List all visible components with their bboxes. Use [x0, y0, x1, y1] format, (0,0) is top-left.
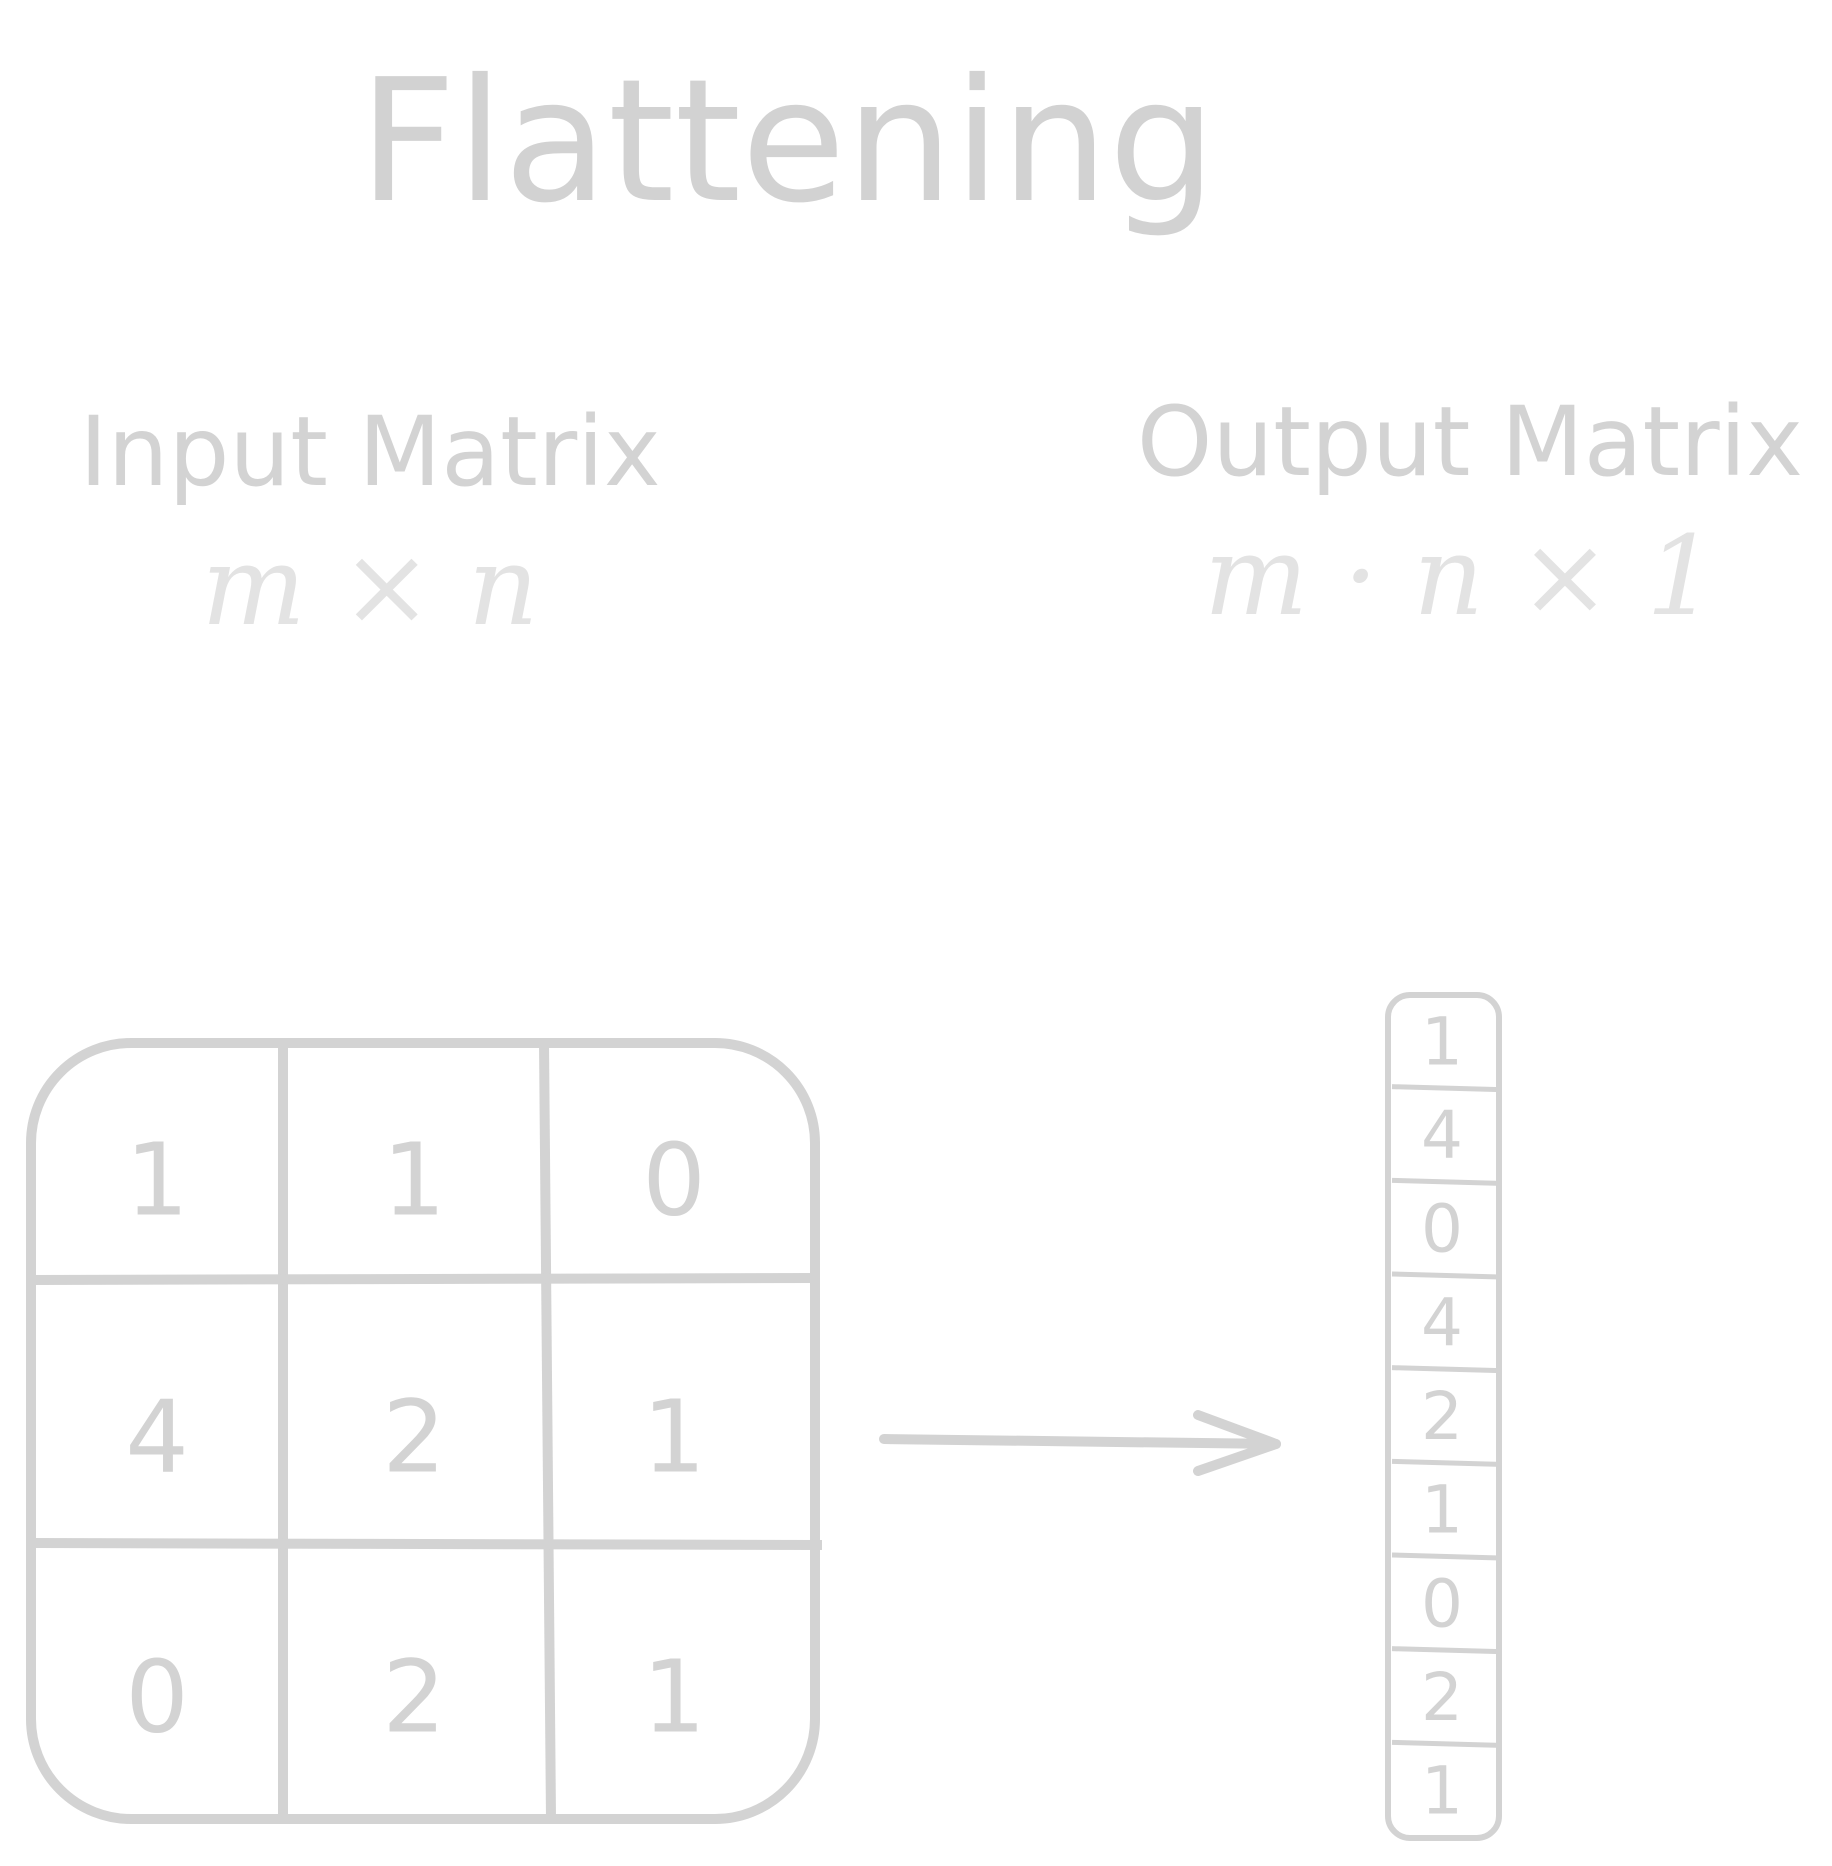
- output-cell: 0: [1421, 1191, 1463, 1268]
- output-cell: 0: [1421, 1565, 1463, 1642]
- output-row-divider: [1391, 1646, 1501, 1655]
- output-row-divider: [1391, 1271, 1501, 1280]
- input-cell: 0: [642, 1122, 706, 1239]
- input-cell: 1: [125, 1122, 189, 1239]
- input-cell: 4: [125, 1379, 189, 1496]
- output-cell: 1: [1421, 1472, 1463, 1549]
- output-row-divider: [1391, 1739, 1501, 1748]
- input-matrix-dims: m × n: [201, 522, 539, 650]
- output-cell: 2: [1421, 1659, 1463, 1736]
- input-row-divider: [30, 1538, 823, 1550]
- output-row-divider: [1391, 1552, 1501, 1561]
- diagram-title: Flattening: [358, 43, 1217, 241]
- output-cell: 4: [1421, 1284, 1463, 1361]
- output-row-divider: [1391, 1458, 1501, 1467]
- output-matrix: [1385, 992, 1502, 1841]
- input-cell: 2: [382, 1379, 446, 1496]
- input-row-divider: [30, 1273, 821, 1285]
- input-col-divider: [539, 1042, 556, 1820]
- output-cells: 1 4 0 4 2 1 0 2 1: [1421, 1003, 1463, 1829]
- output-matrix-label: Output Matrix: [1136, 386, 1804, 498]
- input-cell: 0: [125, 1639, 189, 1756]
- output-matrix-dims: m · n × 1: [1203, 512, 1717, 640]
- output-row-divider: [1391, 1084, 1501, 1093]
- output-cell: 4: [1421, 1097, 1463, 1174]
- output-matrix-border: [1385, 992, 1502, 1841]
- arrow-icon: [879, 1410, 1281, 1476]
- output-cell: 2: [1421, 1378, 1463, 1455]
- output-row-divider: [1391, 1365, 1501, 1374]
- input-cells: 1 1 0 4 2 1 0 2 1: [125, 1122, 706, 1756]
- output-cell: 1: [1421, 1753, 1463, 1830]
- input-cell: 1: [642, 1379, 706, 1496]
- input-cell: 1: [382, 1122, 446, 1239]
- input-matrix-border: [26, 1038, 820, 1824]
- input-cell: 2: [382, 1639, 446, 1756]
- input-matrix-label: Input Matrix: [79, 396, 661, 508]
- input-cell: 1: [642, 1639, 706, 1756]
- input-matrix: [26, 1038, 823, 1824]
- output-cell: 1: [1421, 1003, 1463, 1080]
- output-row-divider: [1391, 1177, 1501, 1186]
